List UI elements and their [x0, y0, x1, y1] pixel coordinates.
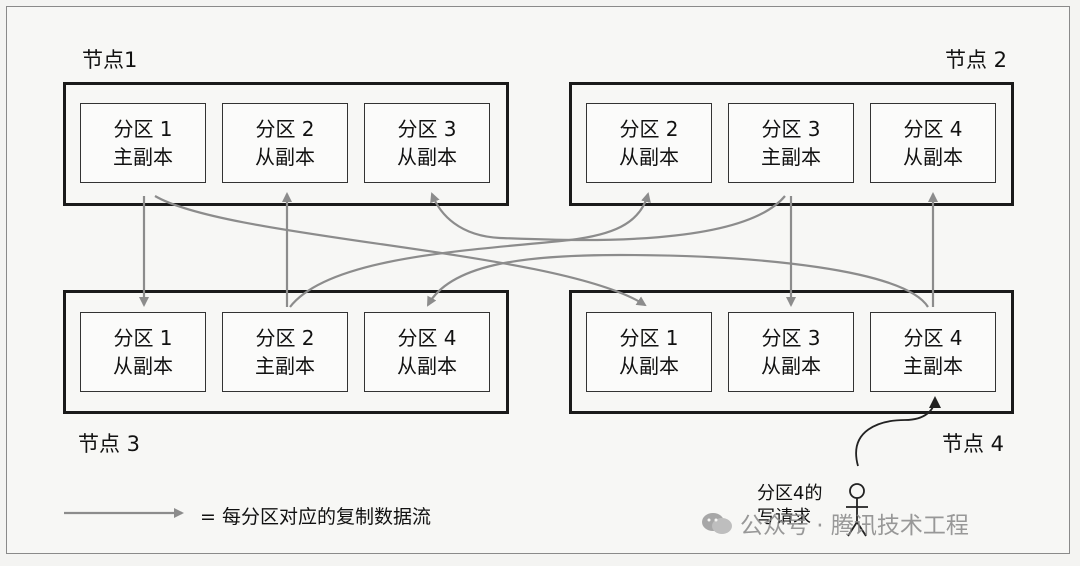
- user-stick-figure: [846, 483, 868, 537]
- node-4-label: 节点 4: [942, 432, 1005, 456]
- legend-text: = 每分区对应的复制数据流: [200, 506, 431, 528]
- wechat-icon: [702, 513, 732, 534]
- node-3-label: 节点 3: [78, 432, 141, 456]
- flow-p1-to-node4: [154, 195, 647, 307]
- flow-p3-to-node1: [430, 192, 786, 242]
- node-2-label: 节点 2: [945, 48, 1008, 72]
- flow-p4-to-node3: [427, 253, 929, 308]
- watermark-text: 公众号 · 腾讯技术工程: [740, 513, 969, 539]
- flow-p2-to-node2: [289, 192, 651, 308]
- watermark: 公众号 · 腾讯技术工程: [700, 506, 969, 540]
- write-request-label: 分区4的 写请求: [757, 483, 823, 528]
- write-request-arrow: [855, 396, 941, 467]
- node-1-label: 节点1: [82, 48, 138, 72]
